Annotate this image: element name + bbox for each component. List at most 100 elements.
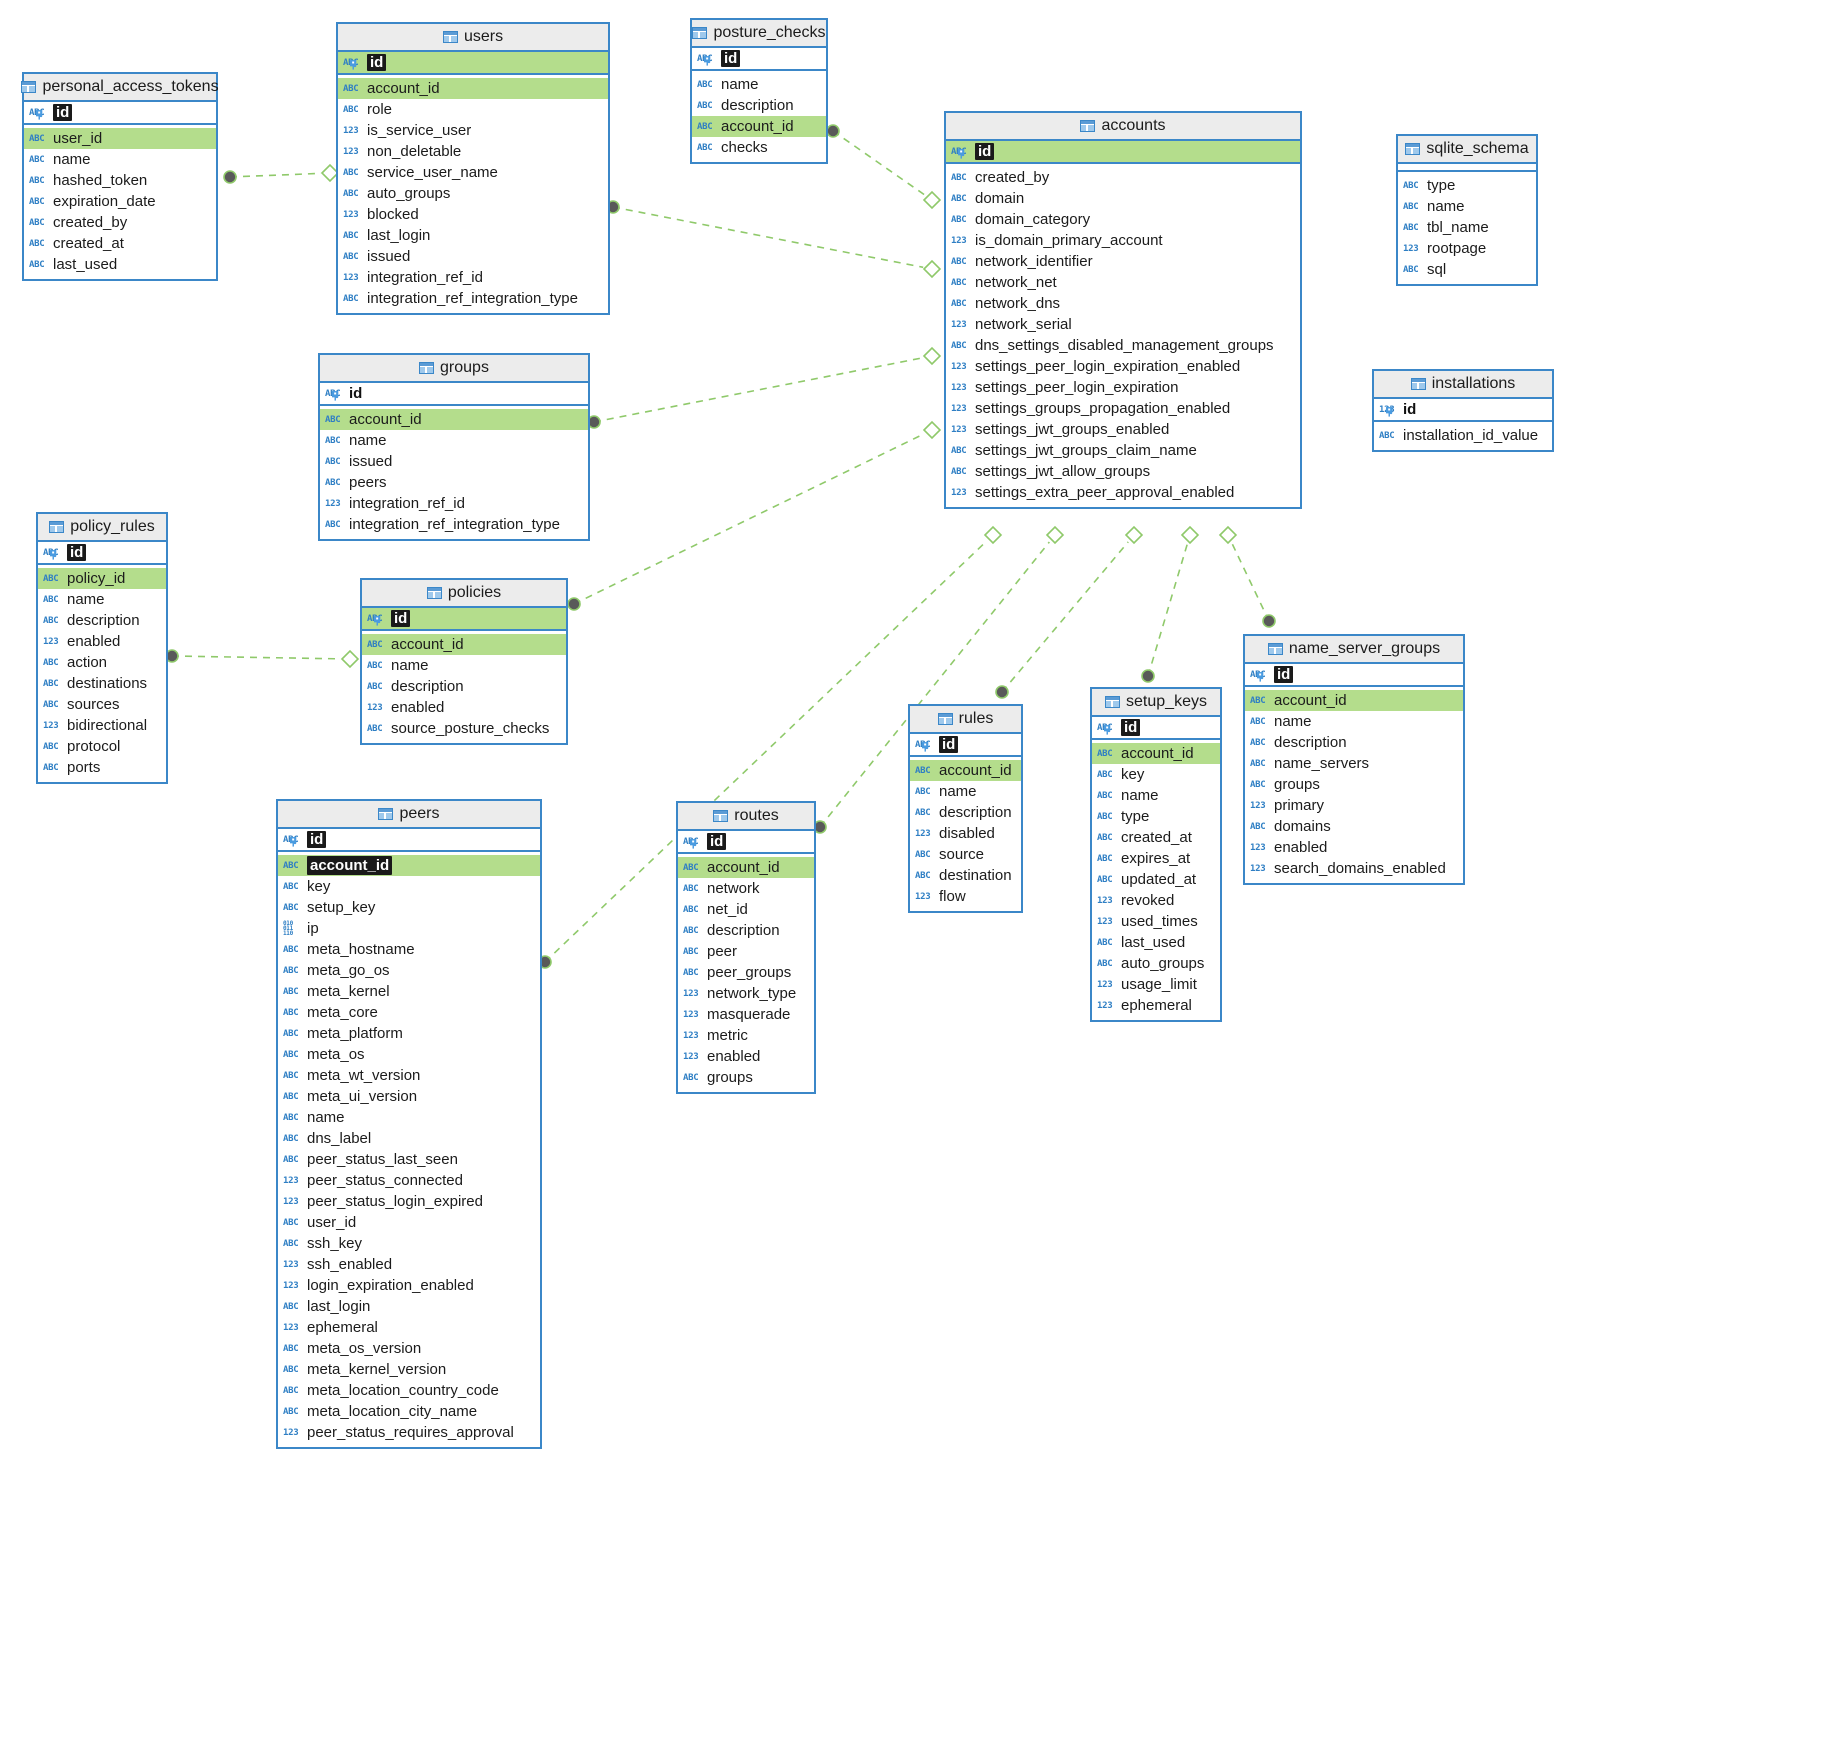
primary-key-row-policy_rules[interactable]: ABCid — [38, 542, 166, 565]
primary-key-row-sqlite_schema[interactable] — [1398, 164, 1536, 172]
primary-key-row-personal_access_tokens[interactable]: ABCid — [24, 102, 216, 125]
table-header-name_server_groups[interactable]: name_server_groups — [1245, 636, 1463, 664]
table-name_server_groups[interactable]: name_server_groupsABCidABCaccount_idABCn… — [1243, 634, 1465, 885]
table-groups[interactable]: groupsABCidABCaccount_idABCnameABCissued… — [318, 353, 590, 541]
table-header-policy_rules[interactable]: policy_rules — [38, 514, 166, 542]
table-header-personal_access_tokens[interactable]: personal_access_tokens — [21, 74, 219, 102]
table-rules[interactable]: rulesABCidABCaccount_idABCnameABCdescrip… — [908, 704, 1023, 913]
table-personal_access_tokens[interactable]: personal_access_tokensABCidABCuser_idABC… — [21, 72, 219, 281]
primary-key-row-installations[interactable]: 123id — [1374, 399, 1552, 422]
table-policy_rules[interactable]: policy_rulesABCidABCpolicy_idABCnameABCd… — [36, 512, 168, 784]
primary-key-row-policies[interactable]: ABCid — [362, 608, 566, 631]
table-header-setup_keys[interactable]: setup_keys — [1092, 689, 1220, 717]
table-accounts[interactable]: accountsABCidABCcreated_byABCdomainABCdo… — [944, 111, 1302, 509]
table-setup_keys[interactable]: setup_keysABCidABCaccount_idABCkeyABCnam… — [1090, 687, 1222, 1022]
table-header-groups[interactable]: groups — [320, 355, 588, 383]
primary-key-row-rules[interactable]: ABCid — [910, 734, 1021, 757]
table-header-accounts[interactable]: accounts — [946, 113, 1300, 141]
table-header-sqlite_schema[interactable]: sqlite_schema — [1398, 136, 1536, 164]
table-header-installations[interactable]: installations — [1374, 371, 1552, 399]
table-header-users[interactable]: users — [338, 24, 608, 52]
primary-key-row-users[interactable]: ABCid — [338, 52, 608, 75]
primary-key-row-name_server_groups[interactable]: ABCid — [1245, 664, 1463, 687]
